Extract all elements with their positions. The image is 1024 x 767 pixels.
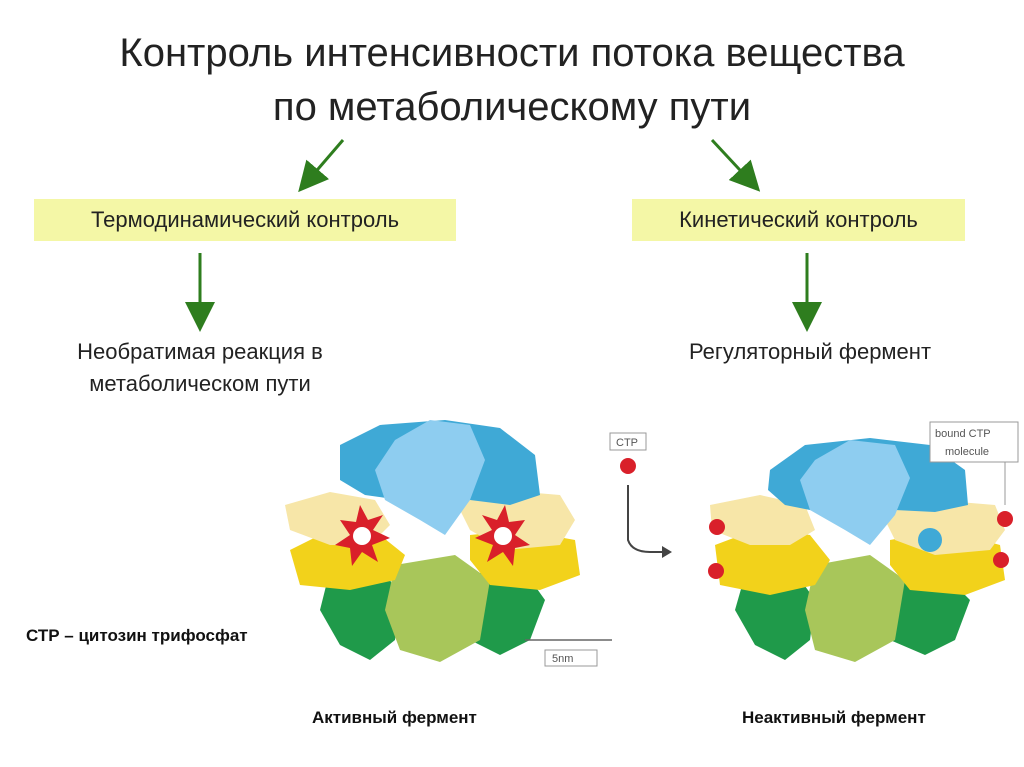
title-line-1: Контроль интенсивности потока вещества [119, 31, 905, 75]
page-title: Контроль интенсивности потока вещества п… [0, 26, 1024, 134]
active-white-pocket-right [494, 527, 512, 545]
bound-ctp-label-line-2: molecule [945, 446, 989, 458]
bound-ctp-1 [709, 519, 725, 535]
kinetic-control-box: Кинетический контроль [632, 199, 965, 241]
active-enzyme-caption: Активный фермент [312, 708, 477, 727]
active-white-pocket-left [353, 527, 371, 545]
inactive-blue-pocket [918, 528, 942, 552]
scale-label-box [544, 649, 598, 667]
active-yellow-left [290, 530, 405, 590]
ctp-label-box [609, 432, 647, 451]
bound-ctp-label-box [929, 421, 1019, 463]
inactive-paleyellow-right [880, 500, 1005, 555]
active-lightgreen [385, 555, 490, 662]
inactive-enzyme-caption: Неактивный фермент [742, 708, 926, 727]
ctp-label: CTP [616, 437, 638, 449]
irreversible-reaction-line-2: метаболическом пути [89, 371, 311, 396]
ctp-binding-arrow [627, 485, 668, 553]
active-lightblue [375, 420, 485, 535]
inactive-yellow-left [715, 528, 830, 595]
bound-ctp-3 [997, 511, 1013, 527]
irreversible-reaction-label: Необратимая реакция в метаболическом пут… [20, 336, 380, 400]
inactive-lightblue [800, 440, 910, 545]
inactive-lightgreen [805, 555, 905, 662]
inactive-paleyellow-left [710, 495, 815, 545]
bound-ctp-label-line-1: bound CTP [935, 428, 991, 440]
ctp-molecule [620, 458, 636, 474]
thermodynamic-control-box: Термодинамический контроль [34, 199, 456, 241]
bound-ctp-2 [708, 563, 724, 579]
ctp-definition: СТР – цитозин трифосфат [26, 626, 248, 645]
title-line-2: по метаболическому пути [272, 85, 752, 129]
scale-label: 5nm [552, 653, 573, 665]
bound-ctp-4 [993, 552, 1009, 568]
regulatory-enzyme-label: Регуляторный фермент [688, 339, 932, 364]
irreversible-reaction-line-1: Необратимая реакция в [77, 339, 323, 364]
